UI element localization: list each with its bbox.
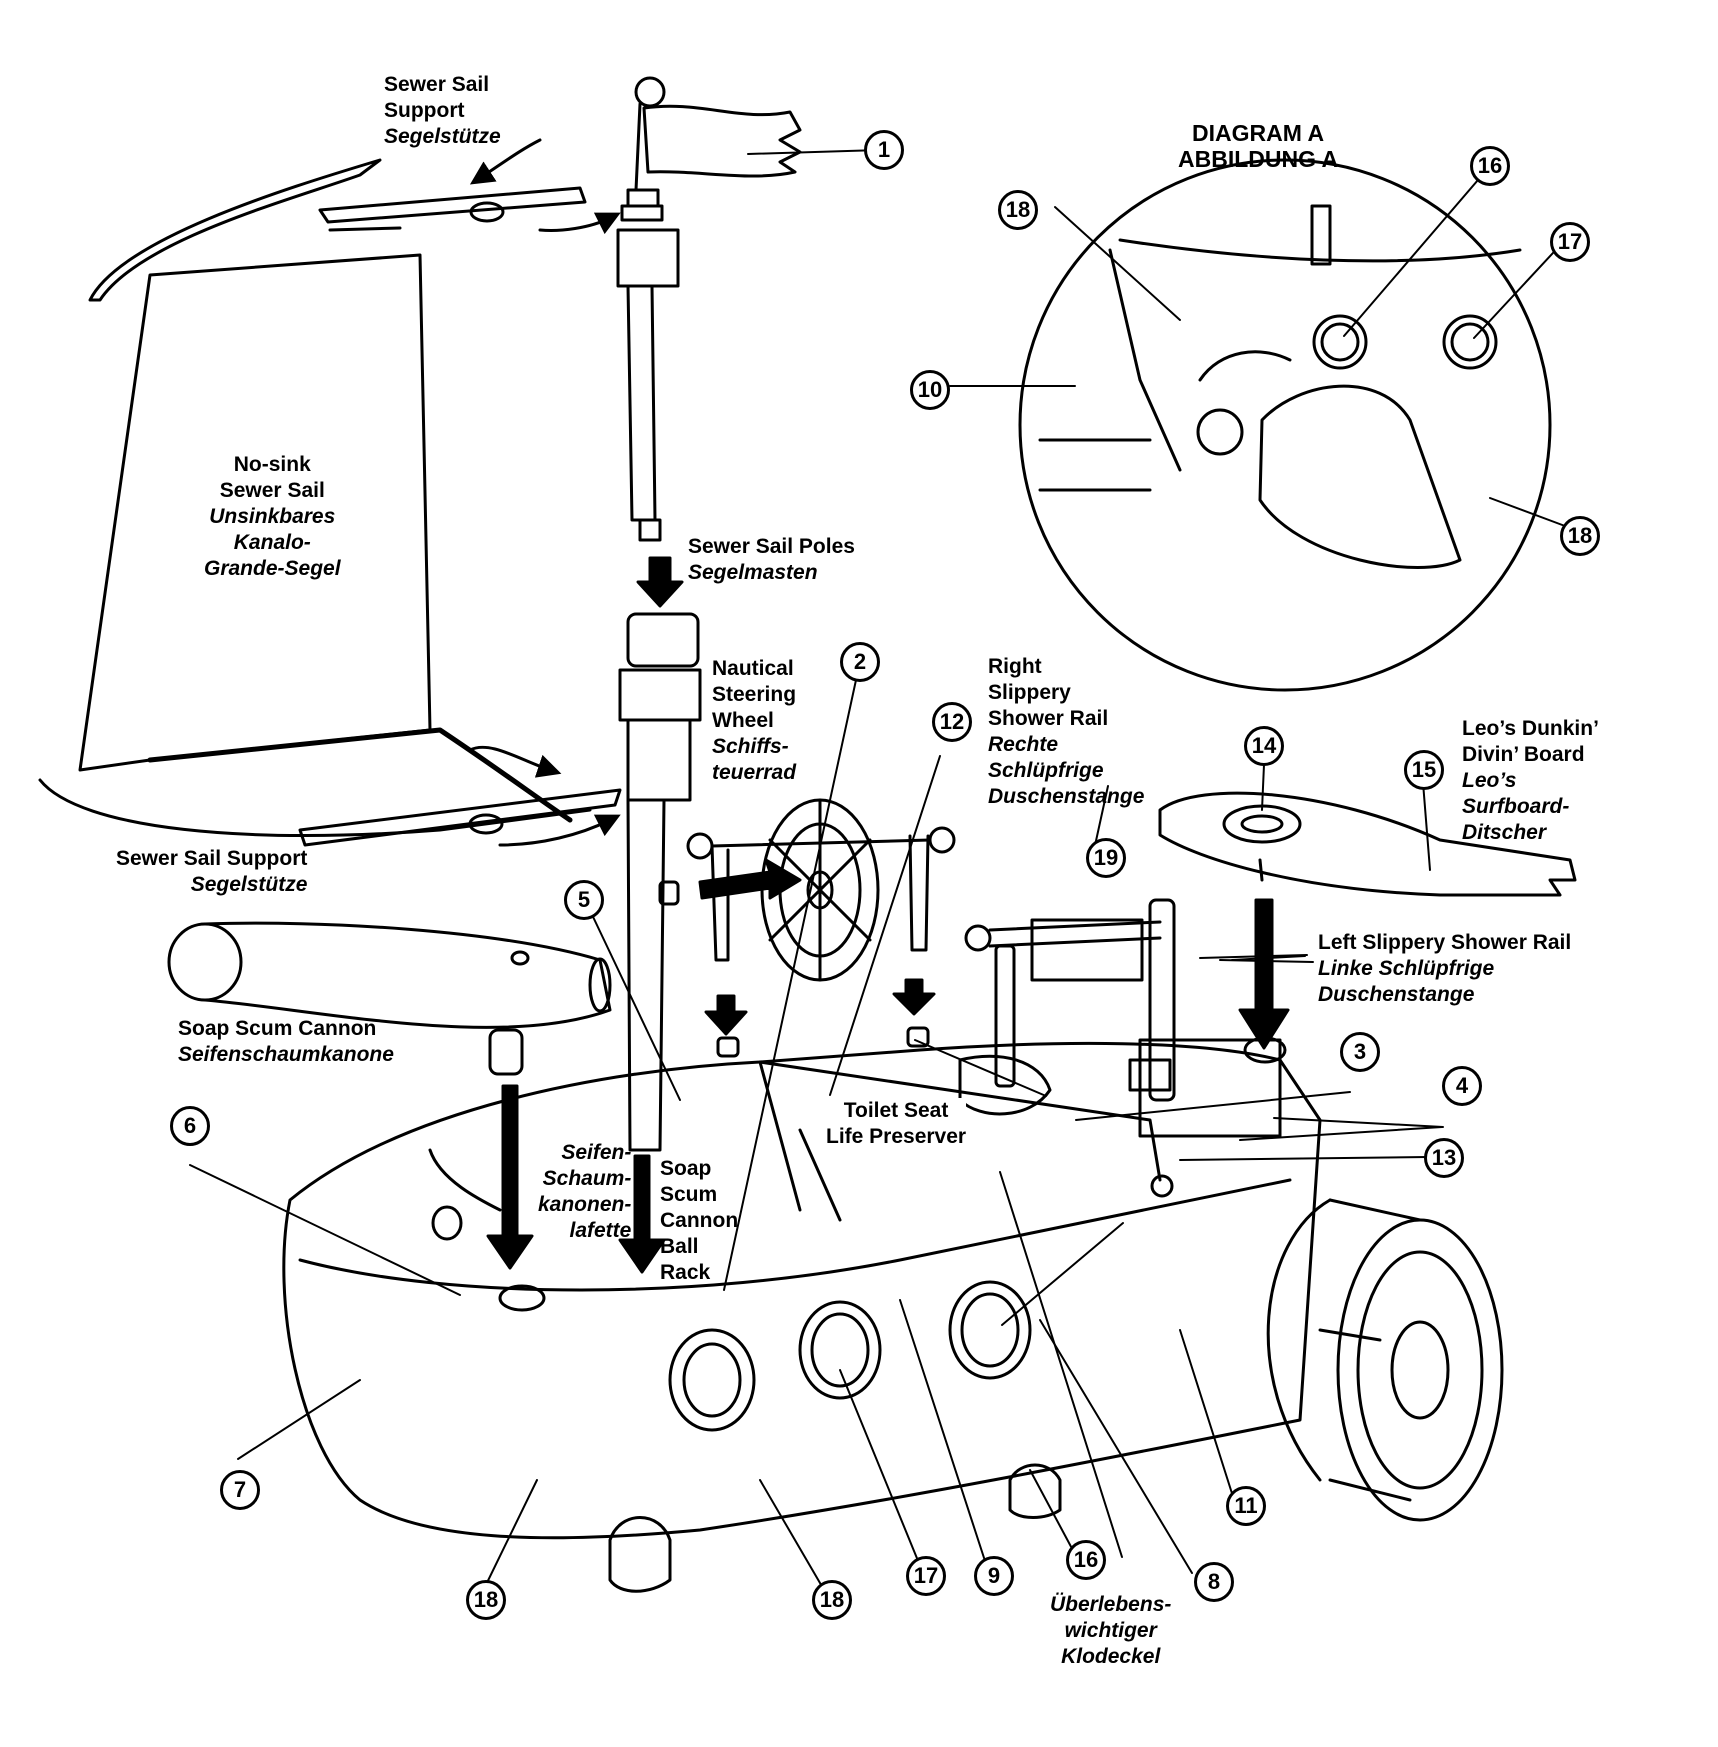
- callout-4: 4: [1442, 1066, 1482, 1106]
- callout-8: 8: [1194, 1562, 1234, 1602]
- callout-17-inset: 17: [1550, 222, 1590, 262]
- lower-mast: [618, 612, 702, 1152]
- callout-10: 10: [910, 370, 950, 410]
- sail-poles-label: Sewer Sail Poles Segelmasten: [688, 535, 855, 584]
- cannon: [167, 921, 612, 1076]
- toilet-seat-de-label: Überlebens- wichtiger Klodeckel: [1050, 1593, 1172, 1668]
- left-shower-rail-frame: [964, 898, 1176, 1102]
- sail-label: No-sink Sewer Sail Unsinkbares Kanalo- G…: [204, 453, 341, 580]
- callout-14: 14: [1244, 726, 1284, 766]
- callout-12: 12: [932, 702, 972, 742]
- callout-13: 13: [1424, 1138, 1464, 1178]
- callout-6: 6: [170, 1106, 210, 1146]
- steering-wheel-label: Nautical Steering Wheel Schiffs- teuerra…: [712, 657, 797, 784]
- steering-wheel-and-rails: [686, 798, 956, 1058]
- callout-18-inset-top: 18: [998, 190, 1038, 230]
- callout-16-hull: 16: [1066, 1540, 1106, 1580]
- tub-hull: [282, 1036, 1322, 1593]
- flag-and-top-mast: [616, 76, 802, 542]
- paddle-wheel: [1266, 1198, 1504, 1522]
- callout-18-inset-right: 18: [1560, 516, 1600, 556]
- callout-5: 5: [564, 880, 604, 920]
- left-rail-label: Left Slippery Shower Rail Linke Schlüpfr…: [1318, 931, 1572, 1006]
- callout-18-hull-mid: 18: [812, 1580, 852, 1620]
- callout-1: 1: [864, 130, 904, 170]
- ball-rack-label: Soap Scum Cannon Ball Rack: [660, 1157, 739, 1284]
- callout-9: 9: [974, 1556, 1014, 1596]
- sail-support-bottom-label: Sewer Sail Support Segelstütze: [116, 847, 308, 896]
- leader-lines: [189, 149, 1566, 1596]
- callout-16-inset: 16: [1470, 146, 1510, 186]
- callout-18-hull-left: 18: [466, 1580, 506, 1620]
- sail-support-top-label: Sewer Sail Support Segelstütze: [384, 73, 501, 148]
- callout-19: 19: [1086, 838, 1126, 878]
- toilet-seat-label: Toilet Seat Life Preserver: [826, 1098, 967, 1150]
- callout-11: 11: [1226, 1486, 1266, 1526]
- right-rail-label: Right Slippery Shower Rail Rechte Schlüp…: [988, 655, 1145, 808]
- callout-17-hull: 17: [906, 1556, 946, 1596]
- callout-7: 7: [220, 1470, 260, 1510]
- callout-15: 15: [1404, 750, 1444, 790]
- dunkin-board: [1158, 791, 1577, 897]
- diagram-a-title: DIAGRAM A ABBILDUNG A: [1178, 120, 1339, 172]
- cannon-mount-label: Seifen- Schaum- kanonen- lafette: [538, 1141, 632, 1242]
- sail-parts: [38, 138, 622, 847]
- cannon-label: Soap Scum Cannon Seifenschaumkanone: [178, 1017, 394, 1066]
- dunkin-board-label: Leo’s Dunkin’ Divin’ Board Leo’s Surfboa…: [1462, 717, 1599, 844]
- callout-3: 3: [1340, 1032, 1380, 1072]
- callout-2: 2: [840, 642, 880, 682]
- diagram-a-inset: [1018, 158, 1552, 692]
